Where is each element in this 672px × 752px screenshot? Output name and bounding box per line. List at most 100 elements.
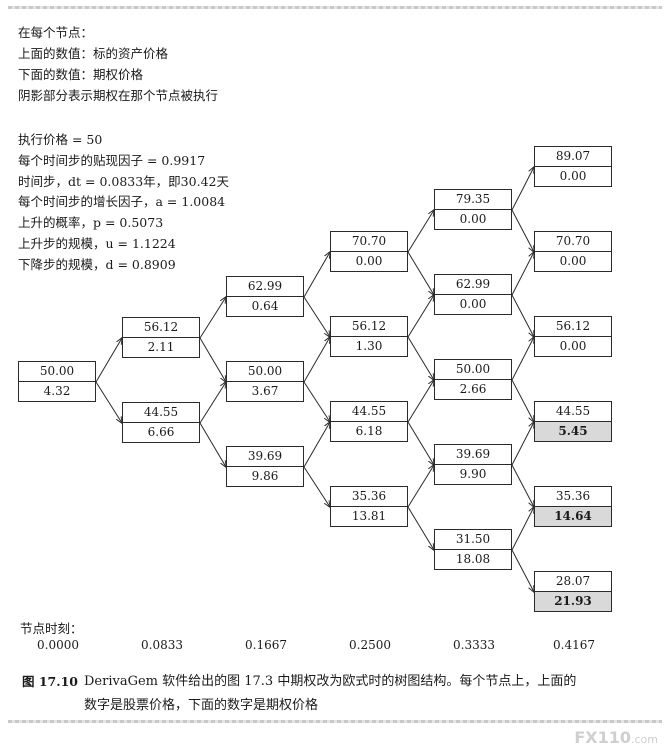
node-stock-price: 31.50 (435, 530, 511, 550)
tree-edge (407, 465, 434, 508)
tree-edge (511, 252, 534, 296)
watermark-suffix: .com (631, 733, 658, 746)
time-value: 0.0833 (141, 638, 183, 652)
watermark: FX110.com (574, 728, 658, 747)
tree-edge (407, 251, 434, 295)
tree-edge (303, 296, 330, 337)
legend-upper: 上面的数值：标的资产价格 (18, 46, 169, 61)
tree-node: 50.00 2.66 (434, 359, 512, 400)
node-stock-price: 35.36 (535, 487, 611, 507)
node-option-price-exercised: 21.93 (535, 592, 611, 611)
time-value: 0.0000 (37, 638, 79, 652)
node-stock-price: 39.69 (227, 447, 303, 467)
node-option-price: 6.18 (355, 424, 383, 438)
node-option-price: 0.64 (251, 299, 279, 313)
tree-edge (511, 167, 534, 211)
top-divider (8, 6, 662, 9)
node-option-price: 0.00 (459, 212, 487, 226)
param-dt: 时间步，dt = 0.0833年，即30.42天 (18, 173, 229, 189)
node-option-price: 3.67 (251, 384, 279, 398)
figure-number: 图 17.10 (22, 674, 78, 689)
caption-line-1: DerivaGem 软件给出的图 17.3 中期权改为欧式时的树图结构。每个节点… (84, 674, 577, 689)
legend-title: 在每个节点： (18, 25, 94, 40)
node-option-price: 9.90 (459, 467, 487, 481)
node-stock-price: 44.55 (331, 402, 407, 422)
time-value: 0.1667 (245, 638, 287, 652)
param-discount: 每个时间步的贴现因子 = 0.9917 (18, 152, 206, 168)
node-option-price: 18.08 (455, 552, 491, 566)
tree-edge (511, 422, 534, 466)
tree-edge (199, 297, 226, 339)
node-stock-price: 50.00 (435, 360, 511, 380)
param-strike: 执行价格 = 50 (18, 132, 103, 147)
node-option-price: 0.00 (355, 254, 383, 268)
param-prob: 上升的概率，p = 0.5073 (18, 215, 164, 231)
node-stock-price: 56.12 (123, 318, 199, 338)
tree-edge (407, 210, 434, 253)
tree-node: 50.00 4.32 (18, 361, 96, 402)
tree-edge (511, 507, 534, 551)
legend: 在每个节点： 上面的数值：标的资产价格 下面的数值：期权价格 阴影部分表示期权在… (18, 22, 218, 106)
node-option-price: 9.86 (251, 469, 279, 483)
node-option-price-exercised: 5.45 (535, 422, 611, 441)
node-stock-price: 70.70 (535, 232, 611, 252)
tree-node: 39.69 9.90 (434, 444, 512, 485)
param-up: 上升步的规模，u = 1.1224 (18, 235, 176, 251)
node-option-price: 6.66 (147, 425, 175, 439)
tree-edge (303, 381, 330, 422)
tree-edge (407, 506, 434, 550)
tree-edge (511, 379, 534, 422)
param-growth: 每个时间步的增长因子，a = 1.0084 (18, 194, 226, 210)
tree-node: 44.55 6.66 (122, 402, 200, 443)
tree-edge (199, 337, 226, 382)
watermark-brand: FX110 (574, 728, 631, 747)
node-stock-price: 44.55 (123, 403, 199, 423)
node-option-price-exercised: 14.64 (535, 507, 611, 526)
node-option-price: 0.00 (559, 339, 587, 353)
node-option-price: 1.30 (355, 339, 383, 353)
tree-edge (199, 382, 226, 424)
node-stock-price: 56.12 (535, 317, 611, 337)
node-stock-price: 39.69 (435, 445, 511, 465)
tree-edge (407, 336, 434, 380)
node-option-price: 0.00 (459, 297, 487, 311)
bottom-divider (8, 720, 662, 723)
node-option-price: 0.00 (559, 169, 587, 183)
tree-edge (303, 466, 330, 507)
tree-edge (511, 337, 534, 381)
node-option-price: 4.32 (43, 384, 71, 398)
node-option-price: 2.66 (459, 382, 487, 396)
tree-node: 44.55 6.18 (330, 401, 408, 442)
node-stock-price: 70.70 (331, 232, 407, 252)
tree-edge (407, 421, 434, 465)
tree-edge (303, 252, 330, 298)
caption-line-2: 数字是股票价格，下面的数字是期权价格 (84, 698, 319, 713)
legend-shaded: 阴影部分表示期权在那个节点被执行 (18, 88, 219, 103)
node-stock-price: 35.36 (331, 487, 407, 507)
time-value: 0.4167 (553, 638, 595, 652)
tree-edge (303, 422, 330, 468)
node-option-price: 13.81 (351, 509, 387, 523)
tree-edge (511, 464, 534, 507)
tree-node: 35.36 13.81 (330, 486, 408, 527)
legend-lower: 下面的数值：期权价格 (18, 67, 144, 82)
node-stock-price: 50.00 (19, 362, 95, 382)
tree-edge (511, 209, 534, 252)
tree-edge (511, 549, 534, 592)
tree-edge (95, 338, 122, 383)
tree-edge (407, 295, 434, 338)
time-axis-label: 节点时刻： (20, 621, 83, 636)
tree-edge (199, 422, 226, 467)
tree-node: 70.70 0.00 (330, 231, 408, 272)
